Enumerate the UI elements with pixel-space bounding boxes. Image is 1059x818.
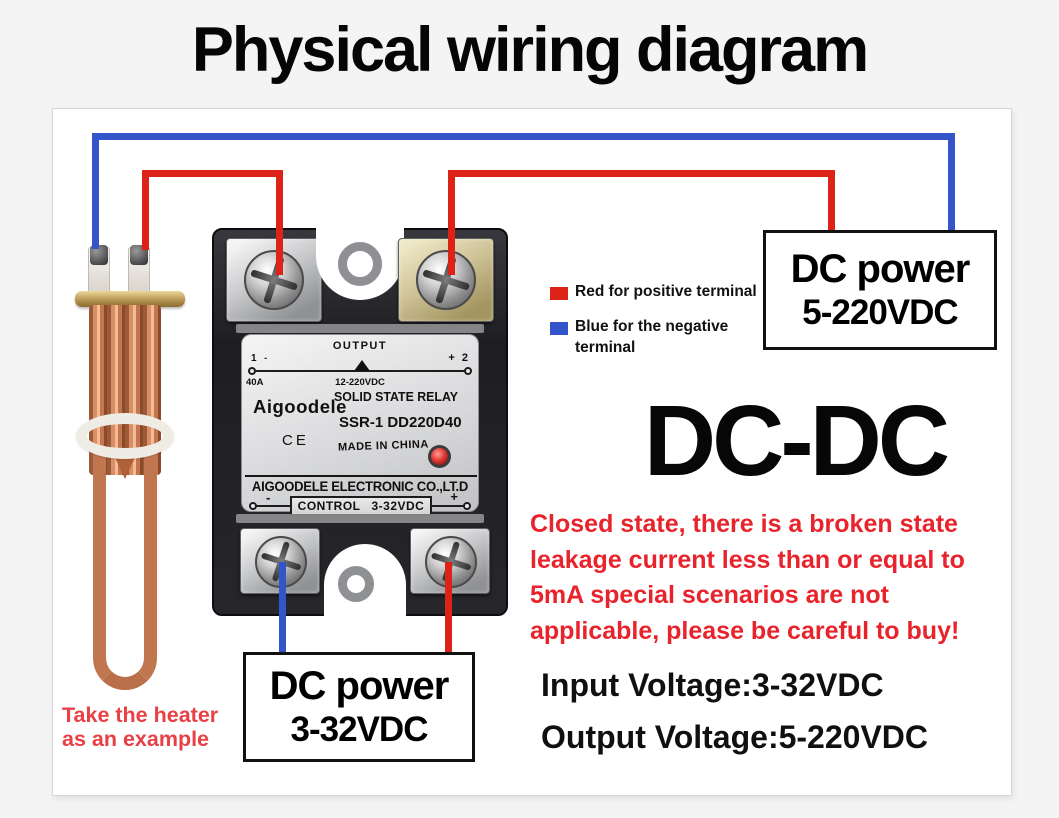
relay-amps: 40A xyxy=(246,377,264,388)
heater-hairpin-tube xyxy=(93,450,157,690)
relay-product-name: SOLID STATE RELAY xyxy=(334,389,458,404)
heater-post-screw-icon xyxy=(90,245,108,265)
heater-terminal-post-right xyxy=(128,245,150,295)
control-rating-box: CONTROL 3-32VDC xyxy=(290,496,432,516)
output-terminal-line xyxy=(254,370,468,372)
terminal-circle-icon xyxy=(464,367,472,375)
control-plus-mark: + xyxy=(450,489,458,504)
wire-red-heater-vertical xyxy=(142,170,149,250)
screw-icon xyxy=(416,250,476,310)
legend-blue-label: Blue for the negative terminal xyxy=(575,318,729,356)
screw-icon xyxy=(244,250,304,310)
control-voltage: 3-32VDC xyxy=(371,499,425,513)
relay-output-voltage: 12-220VDC xyxy=(335,377,385,388)
relay-origin: MADE IN CHINA xyxy=(337,438,430,454)
heater-post-screw-icon xyxy=(130,245,148,265)
relay-mounting-notch-bottom xyxy=(324,544,406,618)
mounting-hole xyxy=(338,242,382,286)
terminal-1-polarity: - xyxy=(264,353,268,364)
relay-led-indicator xyxy=(428,445,451,468)
terminal-circle-icon xyxy=(249,502,257,510)
relay-output-terminal-2 xyxy=(398,238,494,322)
switch-symbol-icon xyxy=(354,360,370,371)
dc-power-input-box: DC power 3-32VDC xyxy=(243,652,475,762)
heater-caption: Take the heater as an example xyxy=(62,703,219,751)
page-title: Physical wiring diagram xyxy=(191,15,869,85)
relay-cover-clip-bottom xyxy=(236,514,484,523)
heater-mount-ring xyxy=(76,413,174,459)
label-divider xyxy=(245,475,477,477)
wire-blue-top-horizontal xyxy=(92,133,955,140)
wire-red-left-horizontal xyxy=(142,170,283,177)
dc-power-output-box: DC power 5-220VDC xyxy=(763,230,997,350)
heater-flange xyxy=(75,291,185,307)
legend-red-label: Red for positive terminal xyxy=(575,283,757,300)
control-minus-mark: - xyxy=(266,490,271,505)
dc-dc-headline: DC-DC xyxy=(643,385,950,497)
terminal-1-number: 1 xyxy=(251,353,257,364)
solid-state-relay: OUTPUT 1 - 40A 12-220VDC + 2 SOLID STATE… xyxy=(212,226,508,618)
relay-mounting-notch-top xyxy=(316,226,404,300)
terminal-circle-icon xyxy=(248,367,256,375)
relay-brand: Aigoodele xyxy=(253,396,347,417)
wire-blue-dcpower-vertical xyxy=(948,133,955,233)
relay-company: AIGOODELE ELECTRONIC CO.,LT.D xyxy=(251,479,469,494)
heater-illustration xyxy=(75,245,185,695)
legend-red-swatch xyxy=(550,287,568,300)
wire-red-dcpower-vertical xyxy=(828,170,835,233)
relay-control-terminal-3 xyxy=(240,528,320,594)
legend-blue-swatch xyxy=(550,322,568,335)
relay-output-terminal-1 xyxy=(226,238,322,322)
relay-cover-clip-top xyxy=(236,324,484,333)
output-voltage-spec: Output Voltage:5-220VDC xyxy=(541,719,928,755)
wire-red-relay-t1-vertical xyxy=(276,170,283,275)
wire-red-control-vertical xyxy=(445,562,452,655)
mounting-hole xyxy=(338,566,374,602)
terminal-2-label: + 2 xyxy=(448,352,470,364)
input-voltage-spec: Input Voltage:3-32VDC xyxy=(541,667,884,703)
control-label: CONTROL xyxy=(297,499,361,513)
wire-red-relay-t2-vertical xyxy=(448,170,455,275)
heater-terminal-post-left xyxy=(88,245,110,295)
relay-output-label: OUTPUT xyxy=(332,340,388,352)
wire-blue-heater-vertical xyxy=(92,133,99,249)
wire-blue-control-vertical xyxy=(279,562,286,655)
warning-text: Closed state, there is a broken state le… xyxy=(530,510,965,645)
relay-label-plate: OUTPUT 1 - 40A 12-220VDC + 2 SOLID STATE… xyxy=(241,334,479,516)
relay-model: SSR-1 DD220D40 xyxy=(339,414,462,431)
wire-red-right-horizontal xyxy=(448,170,835,177)
ce-mark-icon: CE xyxy=(282,432,309,449)
terminal-circle-icon xyxy=(463,502,471,510)
